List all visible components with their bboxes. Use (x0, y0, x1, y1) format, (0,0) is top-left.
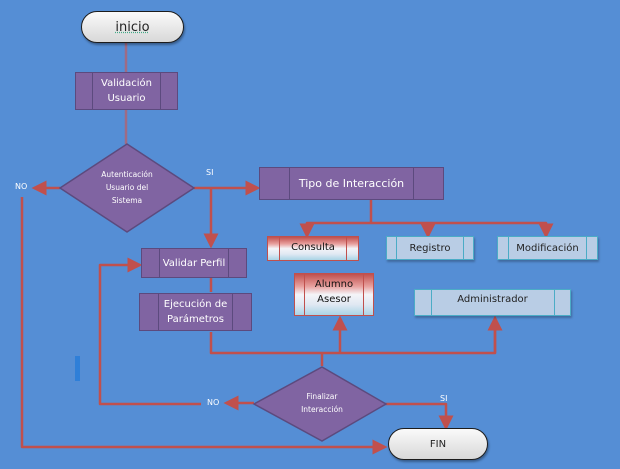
inicio-label: inicio (115, 19, 150, 35)
ejecucion-line2: Parámetros (167, 314, 224, 325)
alumno-asesor-box: Alumno Asesor (294, 273, 374, 316)
edge-fin-si (385, 402, 454, 431)
finalizar-text: Finalizar Interacción (284, 390, 360, 416)
tipo-label: Tipo de Interacción (298, 177, 405, 190)
validar-perfil-label: Validar Perfil (162, 257, 226, 269)
inicio-terminal: inicio (81, 11, 184, 43)
finalizar-line2: Interacción (301, 405, 343, 414)
validacion-line1: Validación (101, 78, 152, 89)
autenticacion-decision-shape (58, 143, 196, 233)
ejecucion-line1: Ejecución de (163, 299, 228, 310)
edge-bottom-bus (209, 318, 497, 355)
validacion-line2: Usuario (107, 93, 146, 104)
registro-box: Registro (386, 236, 474, 260)
modificacion-label: Modificación (516, 242, 579, 254)
autenticacion-text: Autenticación Usuario del Sistema (80, 168, 174, 207)
edge-loop-validar (98, 257, 201, 406)
autenticacion-line2: Usuario del (105, 183, 149, 192)
fin-terminal: FIN (388, 428, 488, 460)
auth-si-label: SI (206, 168, 214, 177)
alumno-label: Alumno (314, 279, 354, 290)
edge-no-to-fin (20, 197, 388, 455)
fin-label: FIN (429, 438, 447, 450)
consulta-box: Consulta (267, 236, 359, 261)
finalizar-decision-shape (252, 366, 388, 442)
auth-no-label: NO (15, 182, 28, 191)
consulta-label: Consulta (291, 242, 335, 253)
administrador-label: Administrador (457, 294, 528, 305)
finalizar-si-label: SI (440, 394, 448, 403)
administrador-box: Administrador (414, 289, 571, 316)
edge-tipo-branch (305, 221, 548, 236)
validar-perfil-process: Validar Perfil (141, 248, 247, 278)
asesor-label: Asesor (317, 294, 351, 305)
autenticacion-line3: Sistema (111, 196, 143, 205)
tipo-interaccion-process: Tipo de Interacción (259, 167, 444, 200)
decorative-mark (75, 356, 80, 381)
autenticacion-line1: Autenticación (101, 170, 153, 179)
finalizar-no-label: NO (207, 398, 220, 407)
finalizar-line1: Finalizar (306, 392, 338, 401)
registro-label: Registro (409, 242, 451, 254)
validacion-usuario-process: Validación Usuario (75, 72, 178, 110)
ejecucion-parametros-process: Ejecución de Parámetros (139, 293, 252, 331)
modificacion-box: Modificación (497, 236, 598, 260)
